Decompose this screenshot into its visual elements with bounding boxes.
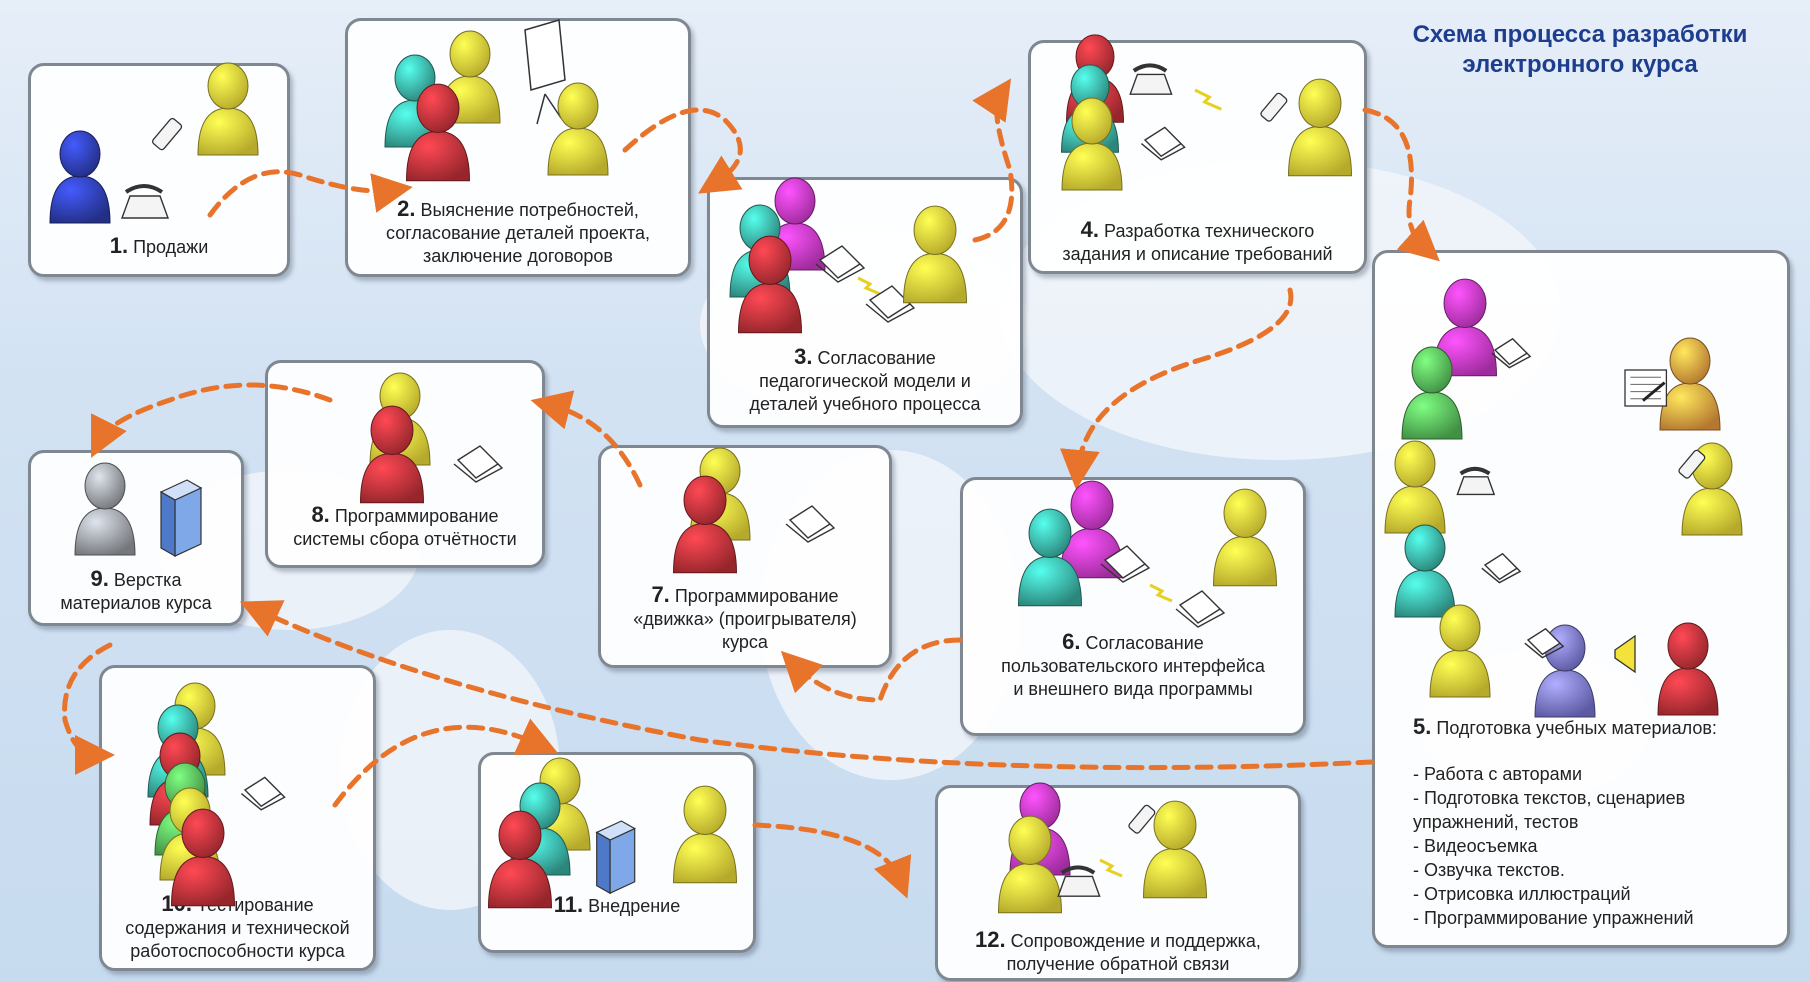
step-number: 11. [553, 892, 584, 917]
step-number: 6. [1062, 629, 1081, 654]
title-line: электронного курса [1462, 51, 1698, 78]
step-label: курса [722, 632, 768, 652]
list-item: - Озвучка текстов. [1413, 860, 1565, 880]
step-number: 8. [311, 502, 330, 527]
list-item: - Программирование упражнений [1413, 908, 1694, 928]
step-box-10: 10. Тестирование содержания и техническо… [99, 665, 376, 971]
step-caption: 8. Программирование системы сбора отчётн… [272, 503, 538, 551]
step-caption: 7. Программирование «движка» (проигрыват… [605, 583, 885, 654]
step-number: 1. [109, 233, 129, 258]
title-line: Схема процесса разработки [1412, 21, 1748, 48]
step-caption: 10. Тестирование содержания и техническо… [106, 892, 369, 963]
step-label: Согласование [817, 348, 936, 368]
step-label: Согласование [1085, 633, 1204, 653]
step-label: задания и описание требований [1062, 244, 1333, 264]
step-label: Сопровождение и поддержка, [1010, 931, 1261, 951]
step-box-11: 11. Внедрение [478, 752, 756, 953]
step-box-5: 5. Подготовка учебных материалов: - Рабо… [1372, 250, 1790, 948]
step-label: Тестирование [196, 895, 314, 915]
step-caption: 12. Сопровождение и поддержка, получение… [942, 928, 1294, 976]
step-label: Программирование [334, 506, 499, 526]
step-number: 12. [975, 927, 1006, 952]
step-label: системы сбора отчётности [293, 529, 517, 549]
step-box-12: 12. Сопровождение и поддержка, получение… [935, 785, 1301, 981]
step-number: 4. [1080, 217, 1100, 242]
step-number: 3. [794, 344, 813, 369]
list-item: - Видеосъемка [1413, 836, 1538, 856]
step-label: содержания и технической [125, 918, 350, 938]
step-label: Подготовка учебных материалов: [1436, 718, 1717, 738]
step-label: деталей учебного процесса [749, 394, 981, 414]
step-box-2: 2. Выяснение потребностей, согласование … [345, 18, 691, 277]
step-box-9: 9. Верстка материалов курса [28, 450, 244, 626]
step-number: 2. [397, 196, 416, 221]
step-label: Выяснение потребностей, [420, 200, 639, 220]
step-box-1: 1. Продажи [28, 63, 290, 277]
step-number: 10. [161, 891, 192, 916]
step-label: материалов курса [60, 593, 212, 613]
list-item: - Подготовка текстов, сценариев [1413, 788, 1686, 808]
step-label: Разработка технического [1104, 221, 1315, 241]
flow-arrow [752, 822, 912, 899]
step-caption: 11. Внедрение [485, 893, 749, 918]
step-number: 9. [90, 566, 109, 591]
step-caption: 6. Согласование пользовательского интерф… [967, 630, 1299, 701]
step-label: заключение договоров [423, 246, 613, 266]
step-box-3: 3. Согласование педагогической модели и … [707, 177, 1023, 428]
step-label: пользовательского интерфейса [1001, 656, 1265, 676]
step-caption: 3. Согласование педагогической модели и … [714, 345, 1016, 416]
step-number: 7. [651, 582, 670, 607]
step-label: и внешнего вида программы [1013, 679, 1253, 699]
list-item: - Работа с авторами [1413, 764, 1583, 784]
step-caption: 2. Выяснение потребностей, согласование … [352, 197, 684, 268]
step-caption: 9. Верстка материалов курса [35, 567, 237, 615]
step-box-7: 7. Программирование «движка» (проигрыват… [598, 445, 892, 668]
step-5-list: 5. Подготовка учебных материалов: - Рабо… [1413, 715, 1777, 930]
step-label: Внедрение [588, 896, 681, 916]
step-box-6: 6. Согласование пользовательского интерф… [960, 477, 1306, 736]
step-number: 5. [1413, 714, 1432, 739]
step-box-8: 8. Программирование системы сбора отчётн… [265, 360, 545, 568]
step-label: «движка» (проигрывателя) [633, 609, 857, 629]
list-item: - Отрисовка иллюстраций [1413, 884, 1631, 904]
step-box-4: 4. Разработка технического задания и опи… [1028, 40, 1367, 274]
step-label: педагогической модели и [759, 371, 971, 391]
step-label: получение обратной связи [1006, 954, 1230, 974]
step-label: Программирование [674, 586, 839, 606]
list-item: упражнений, тестов [1413, 812, 1579, 832]
diagram-title: Схема процесса разработки электронного к… [1370, 20, 1790, 80]
step-label: согласование деталей проекта, [386, 223, 650, 243]
step-label: работоспособности курса [130, 941, 345, 961]
step-label: Верстка [113, 570, 182, 590]
step-label: Продажи [133, 237, 209, 257]
step-caption: 4. Разработка технического задания и опи… [1035, 218, 1360, 266]
step-caption: 1. Продажи [35, 234, 283, 259]
